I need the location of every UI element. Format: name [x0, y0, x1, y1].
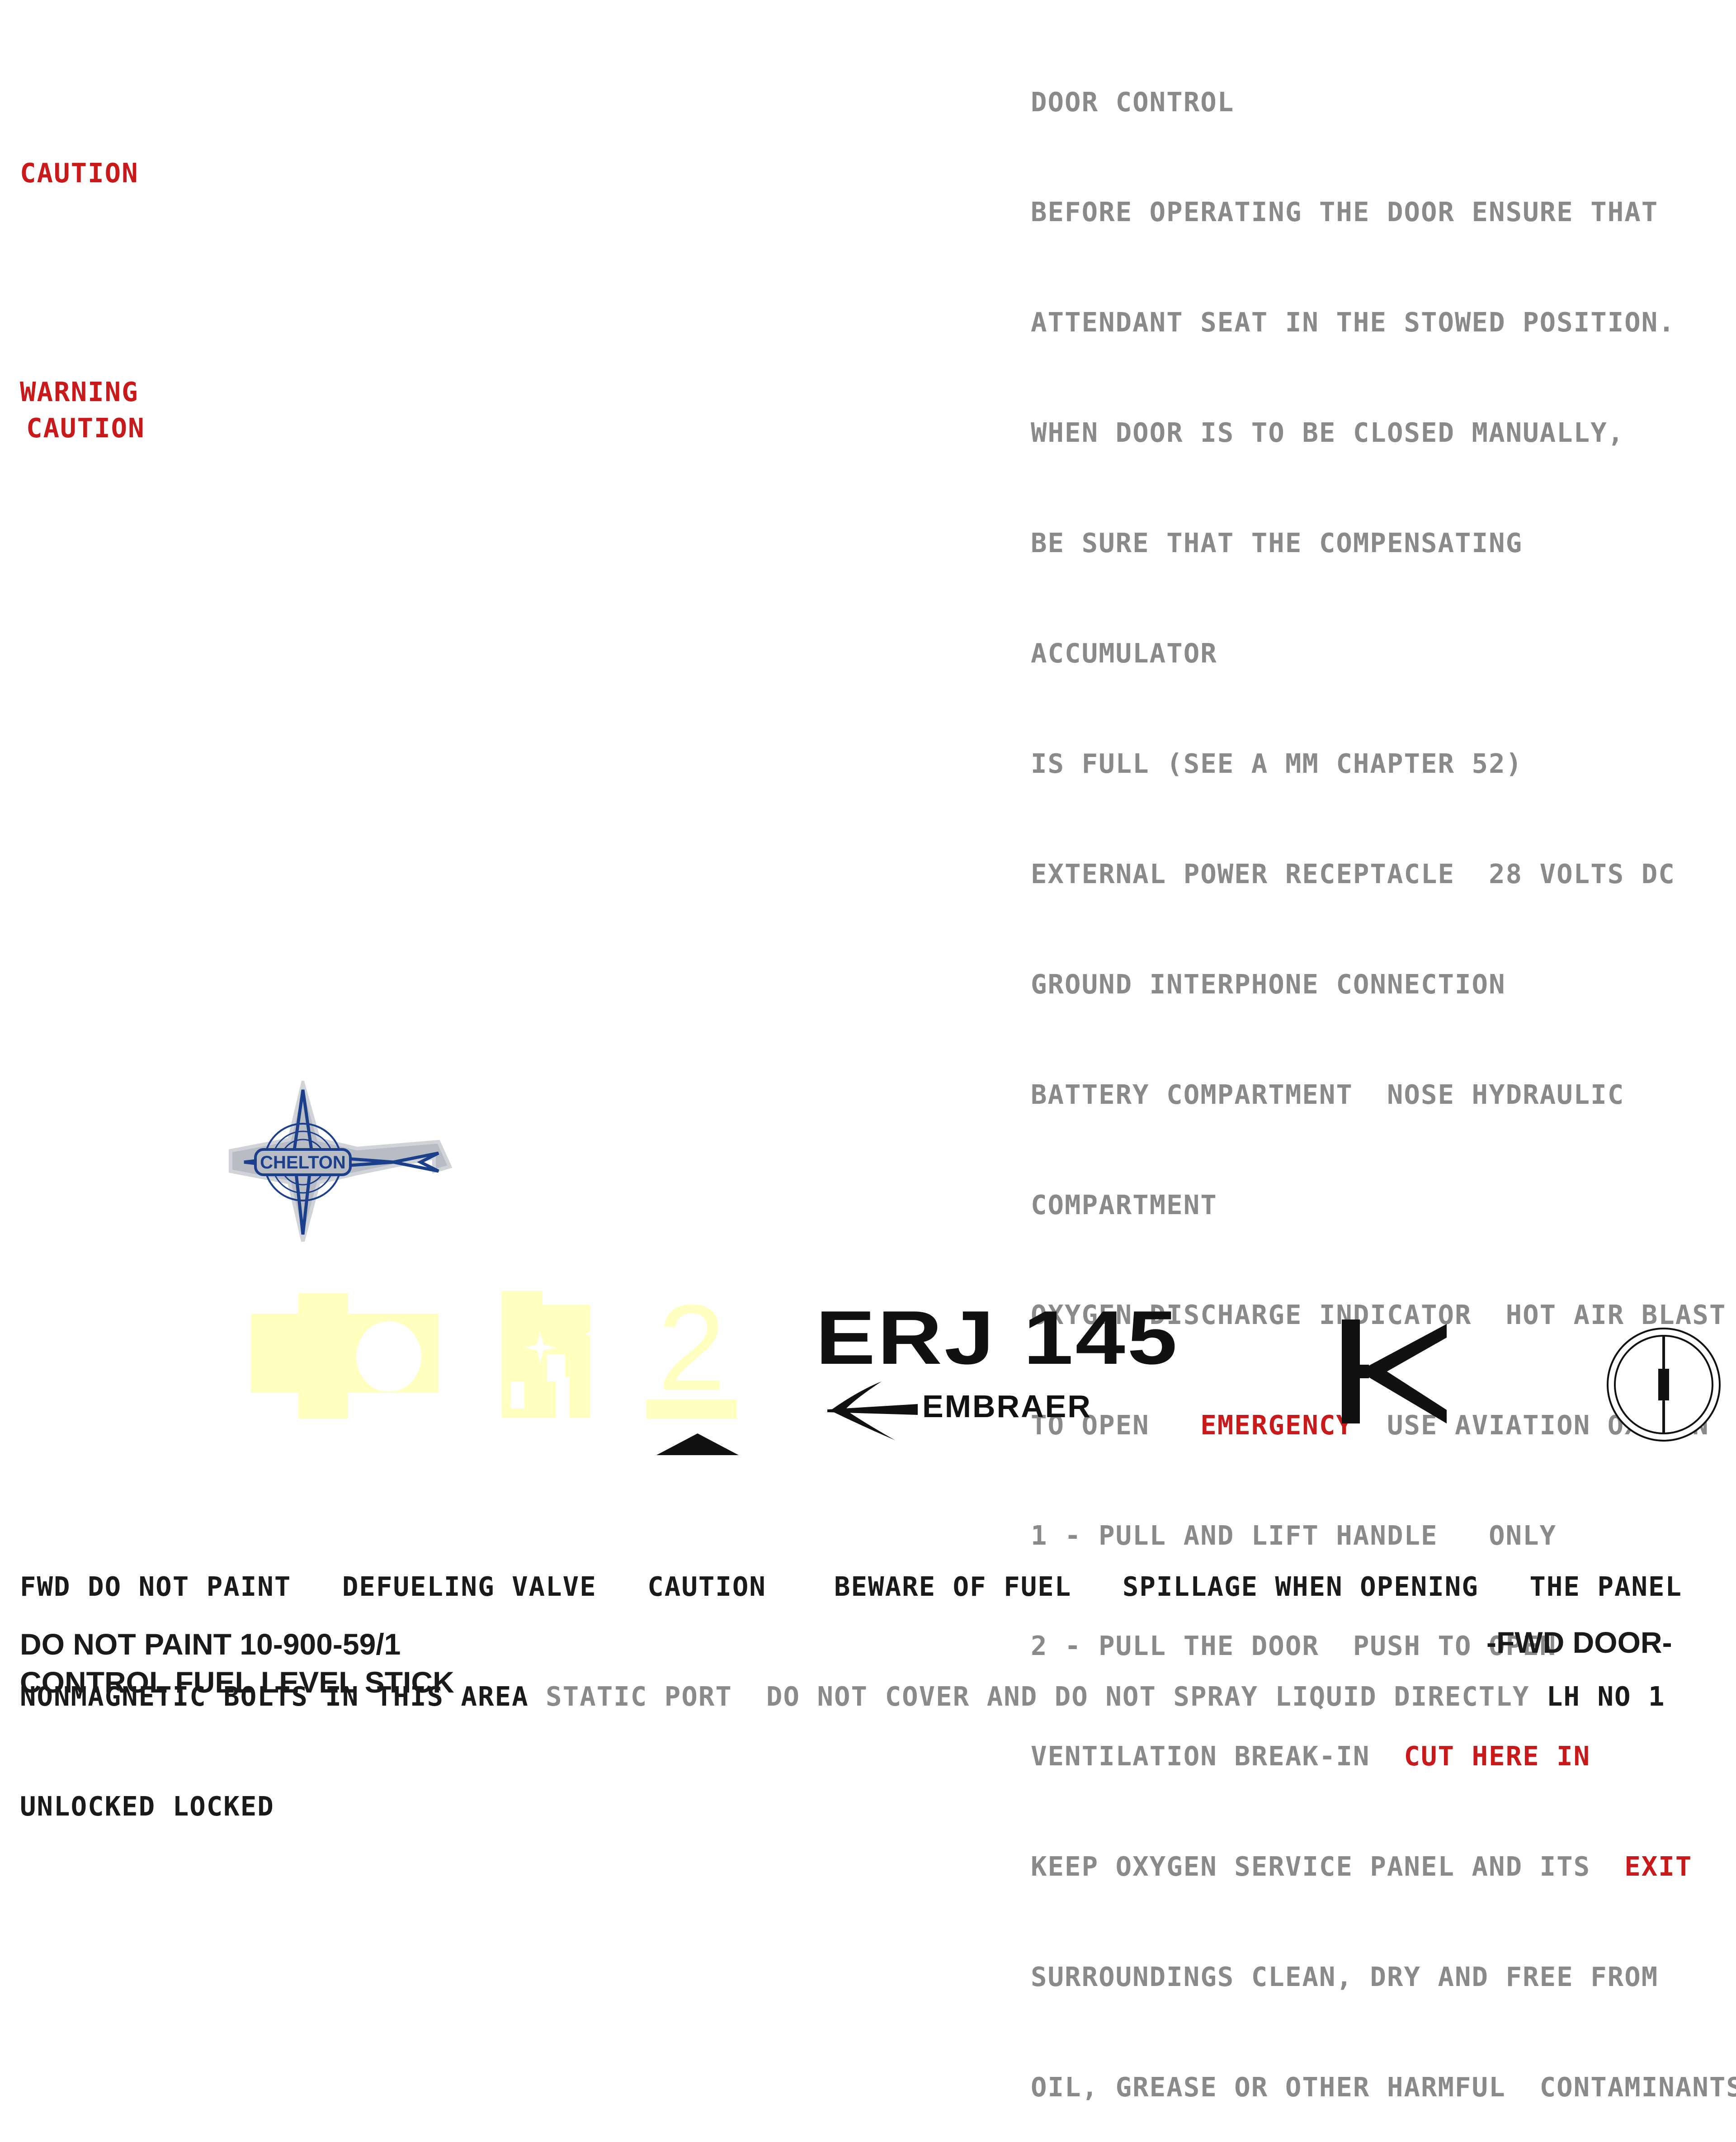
text-line: SURROUNDINGS CLEAN, DRY AND FREE FROM — [1031, 1961, 1659, 1992]
text-line: UNLOCKED LOCKED — [20, 1791, 274, 1822]
text-line: NONMAGNETIC BOLTS IN THIS AREA STATIC PO… — [20, 1678, 1682, 1715]
text-line: BATTERY COMPARTMENT NOSE HYDRAULIC — [1031, 1078, 1625, 1110]
circle-marker-icon — [1605, 1326, 1722, 1443]
chelton-text: CHELTON — [260, 1153, 346, 1173]
text-line: DOOR CONTROL — [1031, 86, 1235, 118]
text-line: 2 - PULL THE DOOR PUSH TO OPEN — [1031, 1630, 1557, 1662]
embraer-wordmark: EMBRAER — [922, 1389, 1092, 1424]
warning-label: WARNING — [20, 376, 139, 407]
k-symbol — [1342, 1319, 1448, 1423]
text-segment: NONMAGNETIC BOLTS IN THIS AREA — [20, 1681, 546, 1712]
text-line: FWD DO NOT PAINT DEFUELING VALVE CAUTION… — [20, 1571, 1683, 1602]
text-line: BE SURE THAT THE COMPENSATING — [1031, 527, 1523, 559]
text-line: OIL, GREASE OR OTHER HARMFUL CONTAMINANT… — [1031, 2071, 1736, 2103]
text-line: COMPARTMENT — [1031, 1189, 1217, 1220]
caution-label-top: CAUTION — [20, 157, 139, 189]
text-line: DO NOT PAINT 10-900-59/1 — [20, 1627, 401, 1661]
paint-stick-block: DO NOT PAINT 10-900-59/1 CONTROL FUEL LE… — [20, 1625, 454, 1701]
yellow-number-two: 2 — [658, 1291, 726, 1416]
text-line: BEFORE OPERATING THE DOOR ENSURE THAT — [1031, 196, 1659, 228]
yellow-symbols: 2 — [249, 1280, 737, 1427]
text-line: WHEN DOOR IS TO BE CLOSED MANUALLY, — [1031, 417, 1625, 449]
text-line: GROUND INTERPHONE CONNECTION — [1031, 968, 1506, 1000]
text-line: 1 - PULL AND LIFT HANDLE ONLY — [1031, 1520, 1557, 1551]
caution-label-lower: CAUTION — [26, 412, 145, 444]
erj-145-logo: ERJ 145 — [816, 1295, 1179, 1380]
triangle-marker — [656, 1433, 739, 1455]
static-port-text: STATIC PORT DO NOT COVER AND DO NOT SPRA… — [546, 1681, 1530, 1712]
text-line: CONTROL FUEL LEVEL STICK — [20, 1665, 454, 1699]
text-line: EXTERNAL POWER RECEPTACLE 28 VOLTS DC — [1031, 858, 1675, 889]
text-segment: LH NO 1 — [1529, 1681, 1665, 1712]
text-line: ATTENDANT SEAT IN THE STOWED POSITION. — [1031, 307, 1675, 338]
emergency-label: EMERGENCY — [1200, 1409, 1353, 1441]
chelton-logo: CHELTON — [222, 1076, 453, 1244]
embraer-arrow-icon — [827, 1381, 918, 1440]
text-line: ACCUMULATOR — [1031, 638, 1217, 669]
text-line: IS FULL (SEE A MM CHAPTER 52) — [1031, 747, 1523, 779]
fwd-door-label: -FWD DOOR- — [1486, 1626, 1672, 1659]
text-segment: TO OPEN — [1031, 1409, 1201, 1441]
